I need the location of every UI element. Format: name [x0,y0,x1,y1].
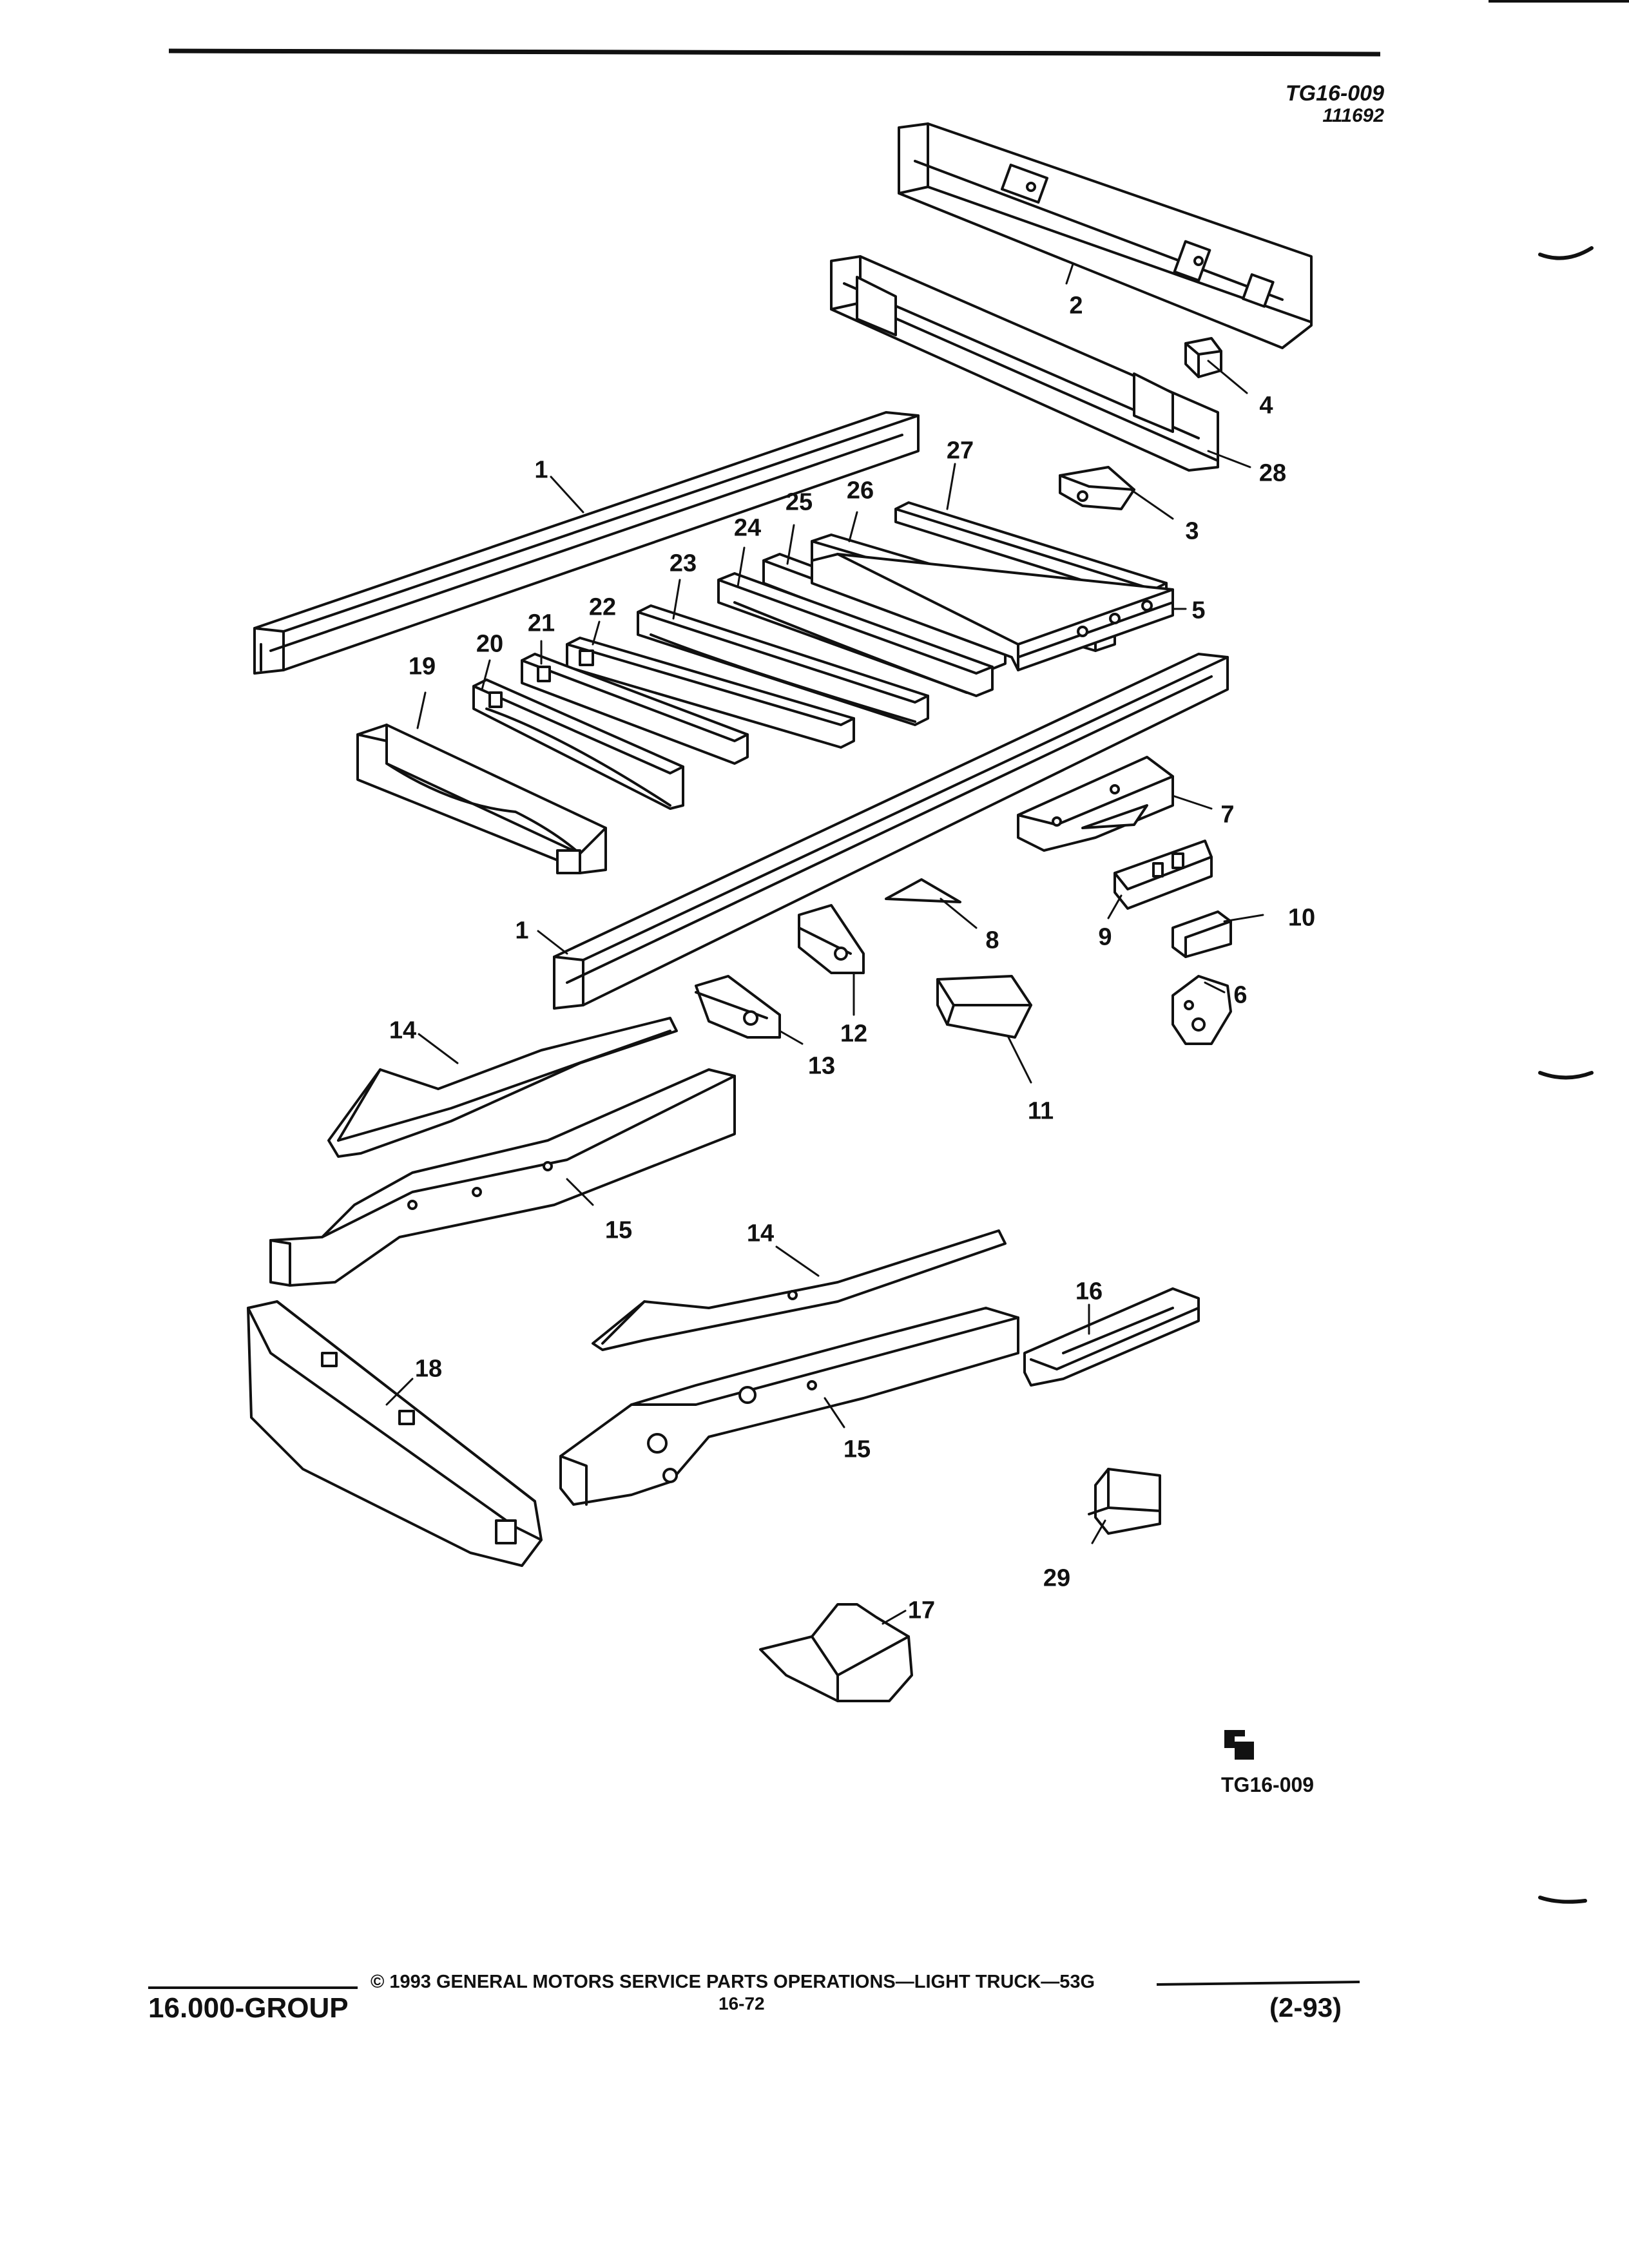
callout-26: 26 [846,477,874,505]
part-6-bracket [1171,975,1232,1045]
callout-15-lower: 15 [843,1436,871,1463]
callout-16: 16 [1075,1278,1103,1305]
callout-22: 22 [588,593,617,621]
part-9-plate [1113,840,1213,910]
part-1-side-rail-lower [553,653,1229,1010]
callout-1-lower: 1 [515,917,529,945]
part-4-bracket [1184,337,1222,378]
part-28-crossmember [830,255,1219,472]
callout-15-upper: 15 [604,1216,633,1244]
part-19-crossmember [356,724,607,874]
callout-17: 17 [907,1597,936,1624]
callout-25: 25 [785,488,813,516]
callout-10: 10 [1287,904,1316,932]
callout-29: 29 [1043,1564,1071,1592]
callout-21: 21 [527,610,555,637]
callout-8: 8 [985,927,999,954]
callout-14-upper: 14 [389,1017,417,1044]
callout-12: 12 [840,1020,868,1048]
callout-23: 23 [669,550,697,577]
part-23-crossmember [637,604,929,726]
corner-mark [1489,0,1629,3]
callout-18: 18 [414,1355,443,1383]
callout-5: 5 [1191,597,1206,624]
footer-page-number: 16-72 [718,1994,765,2013]
footer-date: (2-93) [1269,1992,1342,2023]
part-29-bracket [1088,1468,1161,1535]
callout-4: 4 [1259,392,1273,419]
callout-27: 27 [946,437,974,465]
part-14-frame-reinforcement-upper [327,1017,678,1158]
part-1-side-rail-upper [253,411,920,675]
callout-2: 2 [1069,292,1083,320]
header-number: 111692 [1322,104,1384,126]
gm-service-logo [1224,1730,1254,1760]
part-10-bracket [1171,910,1232,958]
callout-28: 28 [1258,459,1287,487]
part-8-gusset [885,878,961,903]
callout-13: 13 [807,1052,836,1080]
part-13-bracket [695,975,781,1039]
part-15-frame-rail-section-upper [269,1068,736,1287]
part-12-bracket [798,904,865,974]
footer-group: 16.000-GROUP [148,1992,349,2024]
callout-19: 19 [408,653,436,680]
footer-copyright: © 1993 GENERAL MOTORS SERVICE PARTS OPER… [371,1972,1095,1992]
callout-24: 24 [733,514,762,542]
part-7-bracket [1017,756,1174,852]
figure-code: TG16-009 [1221,1773,1315,1796]
callout-3: 3 [1185,517,1199,545]
callout-1-upper: 1 [534,456,548,484]
header-code: TG16-009 [1285,81,1384,106]
part-24-crossmember [717,572,994,697]
part-11-bracket [936,975,1032,1039]
callout-6: 6 [1233,981,1248,1009]
part-2-rear-crossmember [898,122,1313,349]
part-15-frame-rail-section-lower [559,1307,1019,1506]
part-20-crossmember [472,678,684,810]
figure-header: TG16-009 111692 [1286,82,1384,126]
part-18-front-crossmember [247,1300,543,1567]
part-16-bracket [1023,1287,1200,1387]
part-14-frame-reinforcement-lower [592,1229,1007,1351]
callout-11: 11 [1027,1097,1054,1125]
part-21-crossmember [521,653,749,765]
part-3-bracket [1059,466,1135,510]
part-17-bracket [759,1603,913,1702]
part-5-crossmember [811,553,1174,671]
callout-7: 7 [1220,801,1235,829]
callout-9: 9 [1098,923,1112,951]
callout-14-lower: 14 [746,1220,775,1247]
callout-20: 20 [476,630,504,658]
